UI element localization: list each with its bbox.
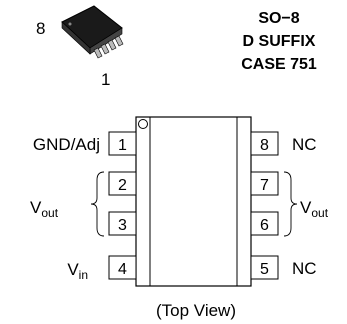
- pin-box-6: [250, 211, 279, 236]
- pin-box-2: [108, 171, 137, 196]
- so8-chip-illustration: [61, 5, 124, 59]
- pin-box-8: [250, 131, 279, 156]
- pin-number-1: 1: [118, 137, 127, 154]
- left-group-sub: out: [41, 206, 58, 220]
- pin-number-6: 6: [260, 217, 269, 234]
- pin1-marker: [138, 119, 148, 129]
- pin-label-4-main: V: [67, 260, 79, 279]
- right-group-sub: out: [311, 206, 328, 220]
- pin-label-1: GND/Adj: [33, 135, 100, 154]
- right-group-main: V: [300, 198, 312, 217]
- pin-number-5: 5: [260, 261, 269, 278]
- pin-box-5: [250, 255, 279, 280]
- right-pins: [250, 131, 279, 280]
- left-brace: [90, 171, 105, 237]
- pin-box-7: [250, 171, 279, 196]
- pin-box-3: [108, 211, 137, 236]
- pin-number-7: 7: [260, 177, 269, 194]
- pin-box-4: [108, 255, 137, 280]
- package-line1: SO−8: [258, 10, 299, 27]
- right-brace: [283, 171, 298, 237]
- pin-box-1: [108, 131, 137, 156]
- chip-front: [61, 21, 91, 55]
- left-group-label: Vout: [30, 198, 59, 220]
- pin-number-3: 3: [118, 217, 127, 234]
- left-group-main: V: [30, 198, 42, 217]
- pin-number-2: 2: [118, 177, 127, 194]
- pin-number-8: 8: [260, 137, 269, 154]
- ic-body: [135, 116, 252, 287]
- top-view-caption: (Top View): [156, 301, 236, 320]
- right-group-label: Vout: [300, 198, 329, 220]
- pin-label-4: Vin: [67, 260, 88, 282]
- left-pins: [108, 131, 137, 280]
- pin-label-8: NC: [292, 135, 317, 154]
- pin-number-4: 4: [118, 261, 127, 278]
- pin-label-4-sub: in: [79, 268, 88, 282]
- chip-pin1-label: 1: [101, 70, 110, 89]
- chip-pin1-dot: [68, 22, 72, 26]
- package-line3: CASE 751: [241, 56, 317, 73]
- chip-leads-bottom: [93, 35, 124, 59]
- chip-pin8-label: 8: [36, 19, 45, 38]
- pin-label-5: NC: [292, 259, 317, 278]
- package-line2: D SUFFIX: [243, 33, 316, 50]
